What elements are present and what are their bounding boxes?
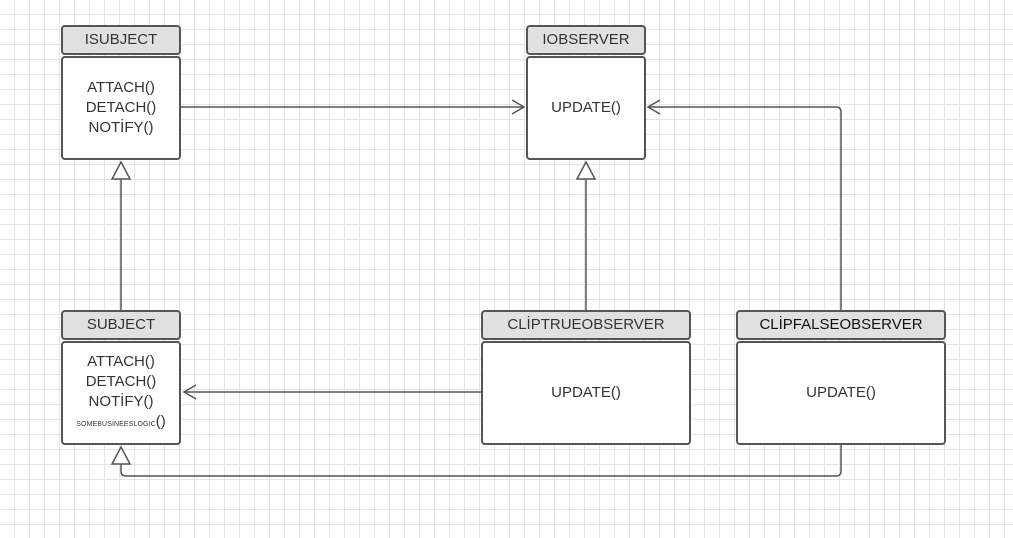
clipfalse-method-update: UPDATE() (806, 384, 876, 401)
clipfalse-to-iobserver-line (648, 106, 842, 310)
iobserver-method-update: UPDATE() (551, 99, 621, 116)
clipfalse-to-iobserver-arrowhead (646, 99, 661, 115)
isubject-method-attach: ATTACH() (87, 79, 155, 96)
isubject-body: ATTACH() DETACH() NOTİFY() (61, 56, 181, 160)
subject-generalization-triangle (110, 445, 132, 465)
cliptrue-observer-header: CLİPTRUEOBSERVER (481, 310, 691, 340)
iobserver-name: IOBSERVER (542, 31, 630, 48)
subject-method-notify: NOTİFY() (88, 392, 154, 410)
iobserver-generalization-triangle (575, 160, 597, 180)
subject-method-business-logic: SOMEBUSİNEESLOGIC() (76, 412, 166, 435)
subject-method-detach: DETACH() (85, 372, 157, 390)
iobserver-header: IOBSERVER (526, 25, 646, 55)
isubject-method-detach: DETACH() (85, 99, 157, 116)
clipfalse-observer-body: UPDATE() (736, 341, 946, 445)
subject-method-attach: ATTACH() (87, 352, 155, 370)
subject-method-business-logic-name: SOMEBUSİNEESLOGIC (76, 420, 156, 428)
subject-header: SUBJECT (61, 310, 181, 340)
cliptrue-to-subject-arrowhead (182, 384, 197, 400)
isubject-generalization-triangle (110, 160, 132, 180)
cliptrue-observer-name: CLİPTRUEOBSERVER (507, 316, 665, 333)
isubject-method-notify: NOTİFY() (88, 119, 154, 136)
subject-name: SUBJECT (86, 316, 156, 333)
isubject-header: ISUBJECT (61, 25, 181, 55)
subject-method-business-logic-parens: () (155, 412, 166, 430)
iobserver-body: UPDATE() (526, 56, 646, 160)
clipfalse-to-subject-line (120, 444, 842, 477)
clipfalse-observer-name: CLİPFALSEOBSERVER (759, 316, 923, 333)
clipfalse-observer-header: CLİPFALSEOBSERVER (736, 310, 946, 340)
isubject-to-iobserver-arrowhead (511, 99, 526, 115)
cliptrue-method-update: UPDATE() (551, 384, 621, 401)
cliptrue-observer-body: UPDATE() (481, 341, 691, 445)
subject-body: ATTACH() DETACH() NOTİFY() SOMEBUSİNEESL… (61, 341, 181, 445)
isubject-name: ISUBJECT (84, 31, 158, 48)
